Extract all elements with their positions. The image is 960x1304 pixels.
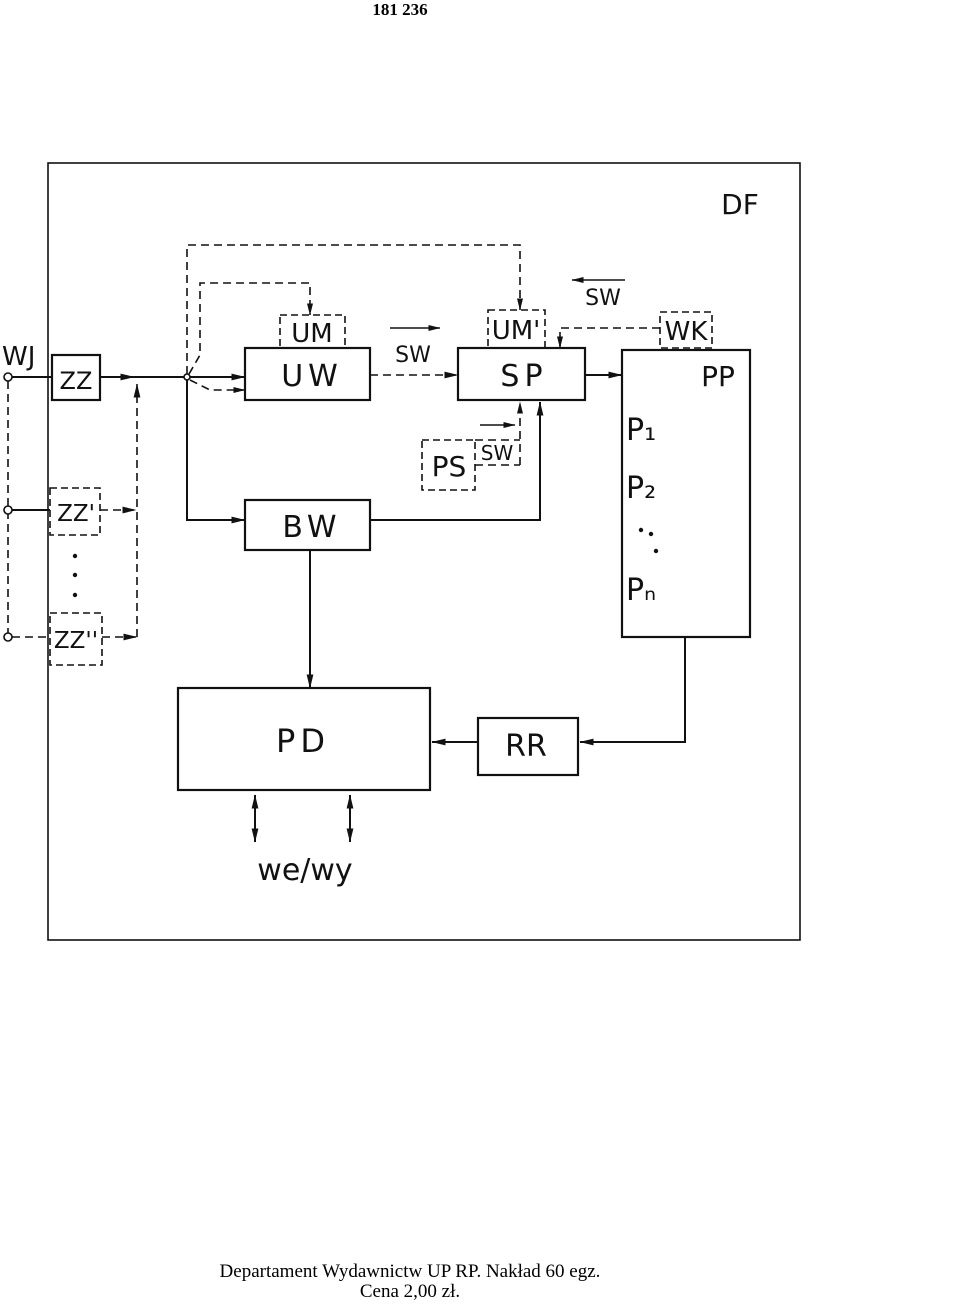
zz1-label: ZZ <box>60 367 93 395</box>
df-frame <box>47 162 801 941</box>
df-label: DF <box>721 188 759 221</box>
junction-node <box>183 373 191 381</box>
ellipsis-dot <box>648 531 654 537</box>
box-sw-ps <box>475 439 520 466</box>
footer-publisher: Departament Wydawnictw UP RP. Nakład 60 … <box>220 1261 601 1282</box>
box-sp <box>456 346 587 402</box>
ellipsis-dot <box>72 572 78 578</box>
connector-junction-uw-dashed <box>189 379 246 393</box>
ellipsis-dot <box>653 548 659 554</box>
connector-pp-rr <box>579 637 686 746</box>
zz2-label: ZZ' <box>57 501 95 527</box>
wj-label: WJ <box>2 342 35 372</box>
ellipsis-dot <box>72 592 78 598</box>
page-number: 181 236 <box>372 0 427 19</box>
input-node-1 <box>3 372 13 382</box>
ellipsis-dot <box>638 527 644 533</box>
box-um <box>279 314 346 349</box>
input-node-3 <box>3 632 13 642</box>
sp-label: SP <box>500 359 547 394</box>
connector-junction-um-prime <box>186 244 523 374</box>
connector-bw-sp <box>370 401 544 521</box>
we-wy-label: we/wy <box>257 853 352 888</box>
box-wk <box>659 311 713 349</box>
box-zz3 <box>49 612 103 666</box>
connector-junction-um <box>188 282 313 375</box>
pp-label: PP <box>701 360 735 393</box>
ps-label: PS <box>432 450 467 483</box>
box-pd <box>176 686 432 792</box>
rr-label: RR <box>505 729 547 764</box>
box-rr <box>476 716 580 777</box>
um-prime-label: UM' <box>492 316 541 346</box>
sw-label-uw-sp: SW <box>395 343 431 368</box>
p2-label: P₂ <box>626 471 656 506</box>
ellipsis-dot <box>72 553 78 559</box>
connector-wk-sp <box>557 327 660 349</box>
p1-label: P₁ <box>626 413 656 448</box>
input-node-2 <box>3 505 13 515</box>
wk-label: WK <box>665 317 709 347</box>
zz3-label: ZZ'' <box>54 628 98 654</box>
connector-junction-bw <box>186 380 246 524</box>
pd-label: PD <box>276 722 330 760</box>
box-pp <box>620 348 752 639</box>
box-zz2 <box>49 487 101 536</box>
sw-label-wk-sp: SW <box>585 286 621 311</box>
pn-label: Pₙ <box>626 573 656 608</box>
footer-price: Cena 2,00 zł. <box>360 1281 460 1302</box>
um-label: UM <box>291 319 332 349</box>
uw-label: UW <box>281 359 343 394</box>
box-bw <box>243 498 372 552</box>
box-uw <box>243 346 372 402</box>
bw-label: BW <box>282 510 341 545</box>
sw-label-ps: SW <box>481 441 514 465</box>
